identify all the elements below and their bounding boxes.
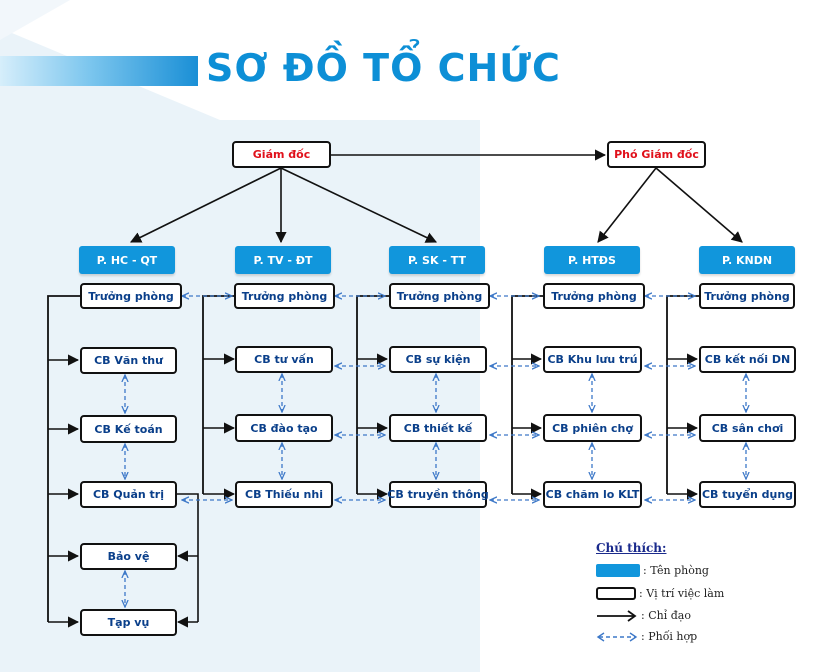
head-sktt: Trưởng phòng xyxy=(389,283,490,309)
staff-tvdt-1: CB tư vấn xyxy=(235,346,333,373)
staff-htds-1: CB Khu lưu trú xyxy=(543,346,642,373)
dept-htds: P. HTĐS xyxy=(544,246,640,274)
staff-htds-2: CB phiên chợ xyxy=(543,414,642,442)
staff-hcqt-1: CB Văn thư xyxy=(80,347,177,374)
staff-hcqt-2: CB Kế toán xyxy=(80,415,177,443)
staff-hcqt-3: CB Quản trị xyxy=(80,481,177,508)
dept-kndn: P. KNDN xyxy=(699,246,795,274)
page-title: SƠ ĐỒ TỔ CHỨC xyxy=(206,46,561,90)
head-tvdt: Trưởng phòng xyxy=(234,283,335,309)
legend-title: Chú thích: xyxy=(596,541,667,555)
staff-tvdt-2: CB đào tạo xyxy=(235,414,333,442)
legend-dept-swatch xyxy=(596,564,640,577)
staff-htds-3: CB chăm lo KLT xyxy=(543,481,642,508)
legend-dept-label: : Tên phòng xyxy=(643,564,709,577)
legend-dept: : Tên phòng xyxy=(596,564,709,577)
head-htds: Trưởng phòng xyxy=(543,283,645,309)
staff-kndn-3: CB tuyển dụng xyxy=(699,481,796,508)
legend-coordinates-label: : Phối hợp xyxy=(641,630,698,643)
legend-position: : Vị trí việc làm xyxy=(596,587,724,600)
staff-hcqt-5: Tạp vụ xyxy=(80,609,177,636)
legend-coordinates: : Phối hợp xyxy=(596,630,697,643)
dept-tvdt: P. TV - ĐT xyxy=(235,246,331,274)
staff-hcqt-4: Bảo vệ xyxy=(80,543,177,570)
head-hcqt: Trưởng phòng xyxy=(80,283,182,309)
staff-tvdt-3: CB Thiếu nhi xyxy=(235,481,333,508)
legend-position-label: : Vị trí việc làm xyxy=(639,587,725,600)
legend-position-swatch xyxy=(596,587,636,600)
legend-directs: : Chỉ đạo xyxy=(596,609,691,622)
staff-sktt-1: CB sự kiện xyxy=(389,346,487,373)
title-accent-bar xyxy=(0,56,198,86)
deputy-director-box: Phó Giám đốc xyxy=(607,141,706,168)
dept-hcqt: P. HC - QT xyxy=(79,246,175,274)
staff-kndn-1: CB kết nối DN xyxy=(699,346,796,373)
legend-directs-label: : Chỉ đạo xyxy=(641,609,691,622)
legend-directs-arrow-icon xyxy=(597,609,637,622)
head-kndn: Trưởng phòng xyxy=(699,283,795,309)
director-box: Giám đốc xyxy=(232,141,331,168)
staff-sktt-3: CB truyền thông xyxy=(387,481,489,508)
staff-kndn-2: CB sân chơi xyxy=(699,414,796,442)
legend-coordinates-arrow-icon xyxy=(596,631,638,642)
dept-sktt: P. SK - TT xyxy=(389,246,485,274)
staff-sktt-2: CB thiết kế xyxy=(389,414,487,442)
